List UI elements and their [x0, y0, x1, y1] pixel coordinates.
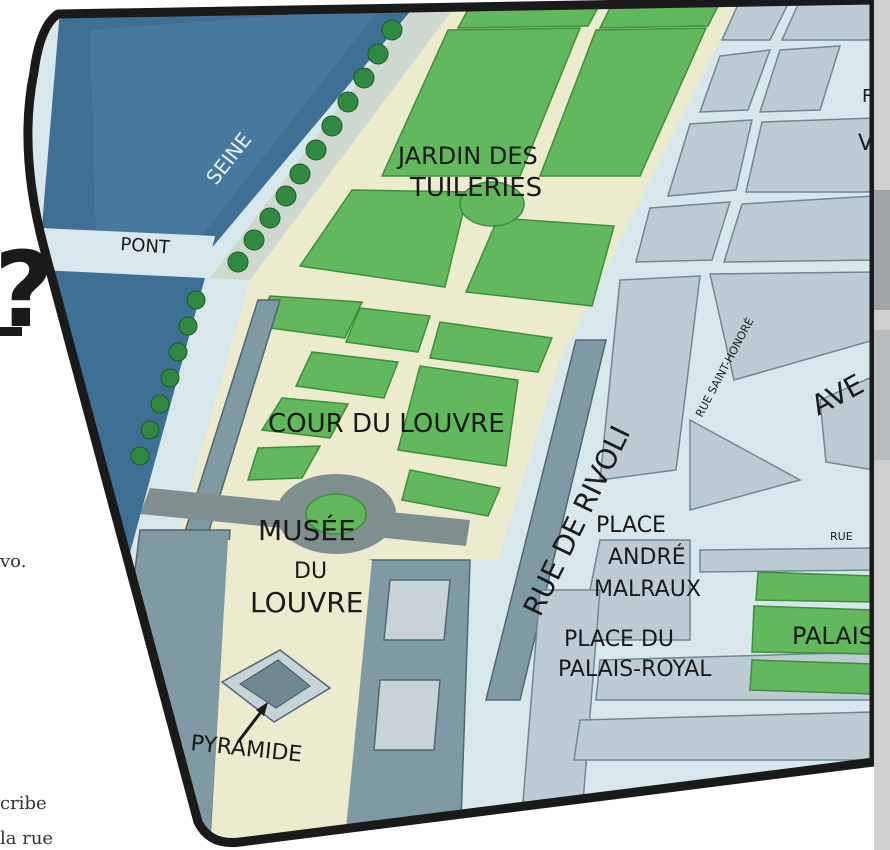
round-garden [305, 493, 367, 535]
label-cour-louvre: COUR DU LOUVRE [268, 409, 505, 439]
label-place-palais-2: PALAIS-ROYAL [558, 657, 712, 682]
label-place-palais-1: PLACE DU [564, 627, 674, 652]
label-place-malraux-1: PLACE [596, 513, 666, 538]
label-pont: PONT [120, 234, 172, 258]
label-jardin-2: TUILERIES [409, 173, 542, 203]
label-cut-top: F [862, 86, 872, 107]
label-cut-top-2: V [858, 131, 873, 156]
palais-royal-gardens [749, 571, 874, 695]
page-text-fragment: la rue [0, 828, 54, 849]
label-place-malraux-2: ANDRÉ [608, 544, 686, 570]
page-text-fragment: vo. [0, 551, 27, 572]
seine-river [40, 0, 420, 250]
arrow-head [256, 702, 268, 716]
louvre-north-wing [485, 339, 607, 701]
page-text-fragment: cribe [0, 793, 47, 814]
label-musee-3: LOUVRE [250, 586, 363, 619]
label-jardin-1: JARDIN DES [396, 142, 538, 170]
map-frame [23, 0, 874, 848]
question-mark-underline [0, 327, 22, 336]
label-place-malraux-3: MALRAUX [594, 577, 701, 602]
seine-highlight [90, 8, 380, 238]
label-rue-right: RUE [830, 530, 853, 543]
page-edge-strip [874, 0, 890, 850]
label-musee-1: MUSÉE [258, 513, 356, 547]
pyramide [239, 659, 311, 709]
label-palais: PALAIS [792, 622, 874, 650]
pont-bridge [40, 228, 215, 278]
tree-row [130, 19, 403, 466]
pyramide-arrow [236, 707, 266, 743]
tuileries-gardens [246, 1, 722, 517]
label-musee-2: DU [294, 559, 327, 584]
